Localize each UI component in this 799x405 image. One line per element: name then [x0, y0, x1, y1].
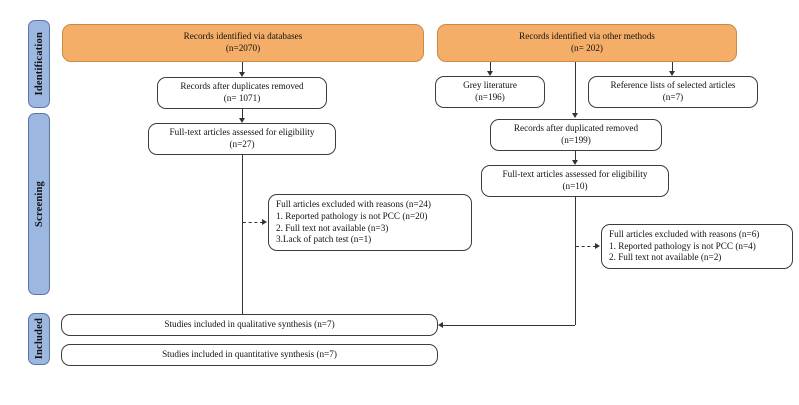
node-excluded-right-line2: 1. Reported pathology is not PCC (n=4) [609, 240, 756, 251]
node-fulltext-eligibility-right: Full-text articles assessed for eligibil… [481, 165, 669, 197]
node-excluded-left: Full articles excluded with reasons (n=2… [268, 194, 472, 251]
node-excluded-left-line1: Full articles excluded with reasons (n=2… [276, 198, 431, 209]
arrowhead-db-to-dedup [238, 72, 245, 77]
arrowhead-dedup-to-eligibility-left [238, 118, 245, 123]
connector-eligibility-left-to-included [242, 155, 243, 320]
node-excluded-left-line4: 3.Lack of patch test (n=1) [276, 234, 372, 245]
connector-dedup-to-eligibility-left [242, 109, 243, 120]
stage-tab-included-label: Included [33, 318, 45, 360]
node-quantitative-synthesis: Studies included in quantitative synthes… [61, 344, 438, 366]
connector-other-to-dedup-right [575, 62, 576, 115]
node-fulltext-eligibility-left-count: (n=27) [229, 139, 255, 149]
node-fulltext-eligibility-right-line1: Full-text articles assessed for eligibil… [502, 169, 648, 180]
connector-other-to-grey [490, 62, 491, 73]
node-records-after-duplicates-removed: Records after duplicates removed (n= 107… [157, 77, 327, 109]
node-fulltext-eligibility-left-line1: Full-text articles assessed for eligibil… [169, 127, 315, 138]
node-records-identified-other-methods: Records identified via other methods (n=… [437, 24, 737, 62]
node-records-identified-databases-count: (n=2070) [225, 43, 261, 53]
node-grey-literature-line1: Grey literature [463, 80, 517, 91]
node-excluded-left-line2: 1. Reported pathology is not PCC (n=20) [276, 210, 428, 221]
node-reference-lists-count: (n=7) [662, 92, 684, 102]
node-records-identified-other-methods-line1: Records identified via other methods [519, 31, 655, 42]
node-excluded-right-line1: Full articles excluded with reasons (n=6… [609, 228, 760, 239]
arrowhead-excluded-left [262, 218, 267, 225]
arrowhead-dedup-right-to-eligibility-right [571, 160, 578, 165]
node-reference-lists-line1: Reference lists of selected articles [610, 80, 736, 91]
connector-other-to-reference-lists [672, 62, 673, 73]
arrowhead-other-to-grey [486, 71, 493, 76]
stage-tab-screening-label: Screening [33, 181, 45, 227]
stage-tab-screening: Screening [28, 113, 50, 295]
node-records-after-duplicates-removed-right: Records after duplicated removed (n=199) [490, 119, 662, 151]
arrowhead-eligibility-right-to-included [438, 321, 443, 328]
node-excluded-right: Full articles excluded with reasons (n=6… [601, 224, 793, 269]
node-fulltext-eligibility-right-count: (n=10) [562, 181, 588, 191]
arrowhead-other-to-dedup-right [571, 113, 578, 118]
node-records-after-duplicates-removed-count: (n= 1071) [223, 93, 261, 103]
node-excluded-left-line3: 2. Full text not available (n=3) [276, 222, 389, 233]
node-records-identified-other-methods-count: (n= 202) [571, 43, 603, 53]
stage-tab-identification: Identification [28, 20, 50, 108]
node-records-identified-databases-line1: Records identified via databases [183, 31, 303, 42]
node-grey-literature: Grey literature (n=196) [435, 76, 545, 108]
node-excluded-right-line3: 2. Full text not available (n=2) [609, 252, 722, 263]
arrowhead-excluded-right [595, 242, 600, 249]
node-records-identified-databases: Records identified via databases (n=2070… [62, 24, 424, 62]
connector-excluded-left-dashed [243, 222, 263, 223]
node-grey-literature-count: (n=196) [475, 92, 505, 102]
node-fulltext-eligibility-left: Full-text articles assessed for eligibil… [148, 123, 336, 155]
arrowhead-other-to-reference-lists [668, 71, 675, 76]
connector-eligibility-right-drop [575, 197, 576, 325]
connector-db-to-dedup [242, 62, 243, 74]
node-quantitative-synthesis-line1: Studies included in quantitative synthes… [162, 349, 337, 360]
connector-dedup-right-to-eligibility-right [575, 151, 576, 162]
node-qualitative-synthesis: Studies included in qualitative synthesi… [61, 314, 438, 336]
stage-tab-included: Included [28, 313, 50, 365]
stage-tab-identification-label: Identification [33, 32, 45, 96]
connector-excluded-right-dashed [576, 246, 596, 247]
connector-eligibility-right-to-included [443, 325, 575, 326]
node-records-after-duplicates-removed-line1: Records after duplicates removed [180, 81, 304, 92]
node-records-after-duplicates-removed-right-line1: Records after duplicated removed [513, 123, 639, 134]
node-reference-lists: Reference lists of selected articles (n=… [588, 76, 758, 108]
node-qualitative-synthesis-line1: Studies included in qualitative synthesi… [164, 319, 335, 330]
node-records-after-duplicates-removed-right-count: (n=199) [561, 135, 591, 145]
